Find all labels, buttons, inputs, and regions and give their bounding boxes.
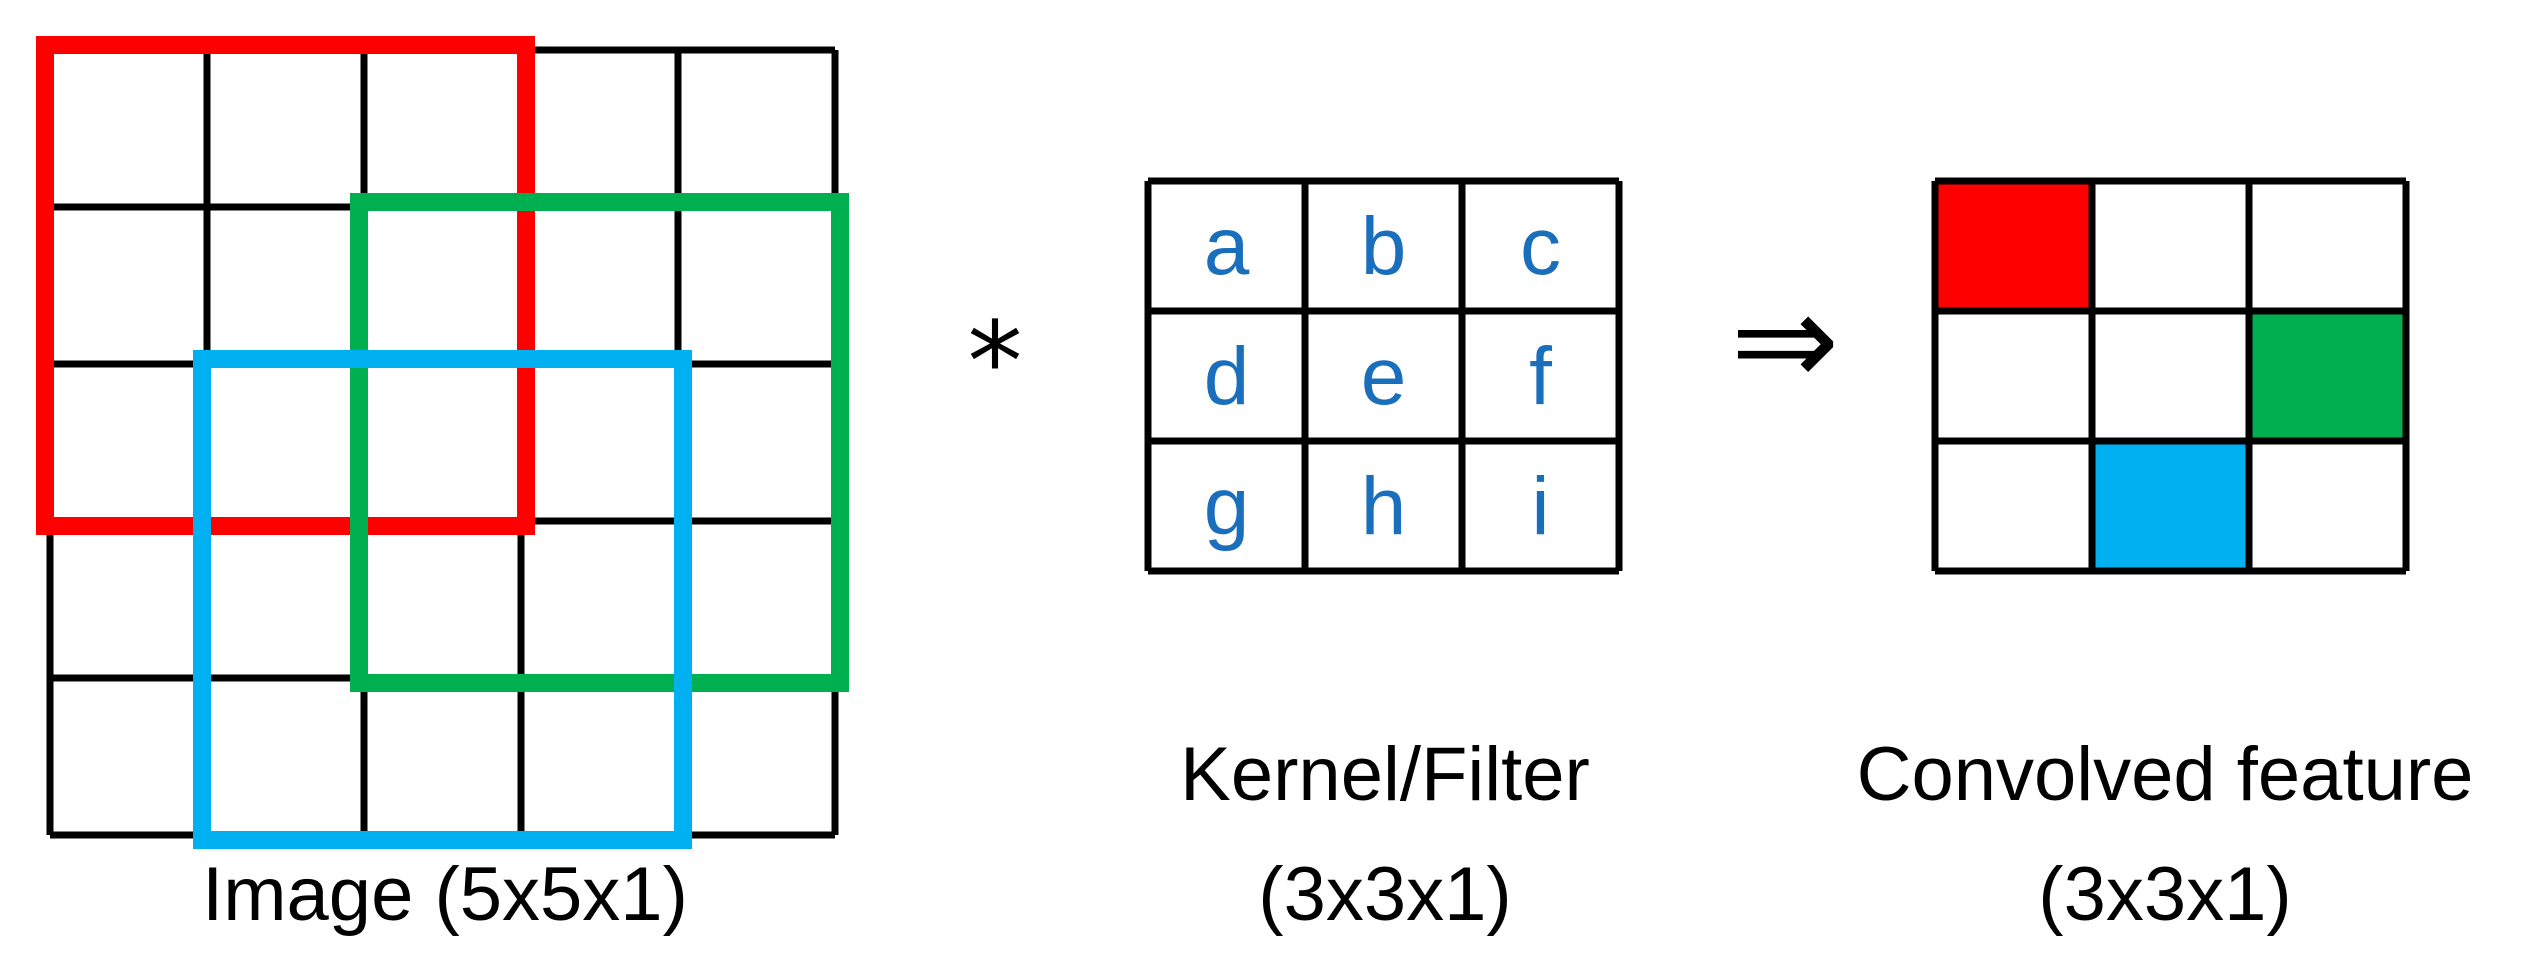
feature-caption-line1: Convolved feature bbox=[1857, 732, 2474, 817]
kernel-grid bbox=[1144, 177, 1623, 575]
red-window-outline bbox=[36, 36, 535, 535]
kernel-letter-e: e bbox=[1361, 331, 1407, 422]
kernel-letter-c: c bbox=[1520, 201, 1561, 292]
green-window-outline bbox=[350, 193, 849, 692]
feature-filled-cells bbox=[1935, 181, 2406, 571]
kernel-letter-d: d bbox=[1204, 331, 1250, 422]
kernel-letter-h: h bbox=[1361, 461, 1407, 552]
kernel-caption-line2: (3x3x1) bbox=[1258, 852, 1511, 937]
implies-arrow: ⇒ bbox=[1731, 264, 1840, 416]
kernel-letter-f: f bbox=[1529, 331, 1552, 422]
image-caption: Image (5x5x1) bbox=[202, 852, 688, 937]
convolution-operator: * bbox=[968, 298, 1023, 426]
red-output-cell bbox=[1935, 181, 2092, 311]
kernel-letters: a b c d e f g h i bbox=[1204, 201, 1561, 552]
image-sliding-windows bbox=[36, 36, 849, 849]
feature-caption-line2: (3x3x1) bbox=[2038, 852, 2291, 937]
kernel-letter-g: g bbox=[1204, 461, 1250, 552]
feature-grid bbox=[1931, 177, 2410, 575]
kernel-caption-line1: Kernel/Filter bbox=[1180, 732, 1590, 817]
blue-output-cell bbox=[2092, 441, 2249, 571]
kernel-letter-a: a bbox=[1204, 201, 1250, 292]
blue-window-outline bbox=[193, 350, 692, 849]
image-grid bbox=[46, 46, 839, 839]
kernel-letter-i: i bbox=[1531, 461, 1549, 552]
green-output-cell bbox=[2249, 311, 2406, 441]
kernel-letter-b: b bbox=[1361, 201, 1407, 292]
